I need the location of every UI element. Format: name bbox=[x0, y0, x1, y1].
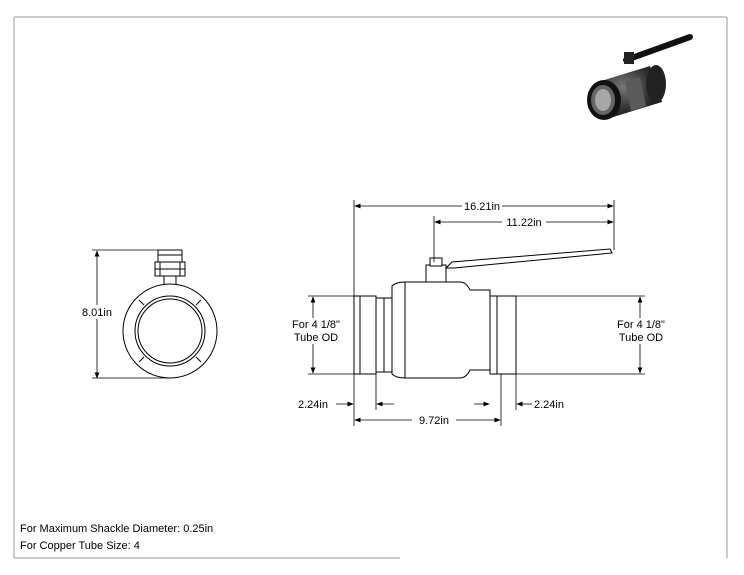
note-copper-tube-size: For Copper Tube Size: 4 bbox=[20, 540, 140, 552]
right-tube-od-line2: Tube OD bbox=[619, 332, 663, 344]
dim-body-length-label: 9.72in bbox=[419, 415, 449, 427]
valve-isometric-thumbnail bbox=[587, 34, 693, 120]
dim-overall-length-label: 16.21in bbox=[464, 201, 500, 213]
note-shackle-diameter: For Maximum Shackle Diameter: 0.25in bbox=[20, 523, 214, 535]
left-tube-od-line2: Tube OD bbox=[294, 332, 338, 344]
dim-left-end-label: 2.24in bbox=[298, 399, 328, 411]
valve-end-view bbox=[122, 249, 218, 379]
dim-handle-length-label: 11.22in bbox=[506, 217, 541, 229]
right-tube-od-line1: For 4 1/8" bbox=[617, 319, 665, 331]
dim-right-end-label: 2.24in bbox=[534, 399, 564, 411]
dim-height-label: 8.01in bbox=[82, 307, 112, 319]
sheet-border bbox=[13, 16, 728, 559]
left-tube-od-line1: For 4 1/8" bbox=[292, 319, 340, 331]
valve-side-view bbox=[353, 248, 613, 379]
